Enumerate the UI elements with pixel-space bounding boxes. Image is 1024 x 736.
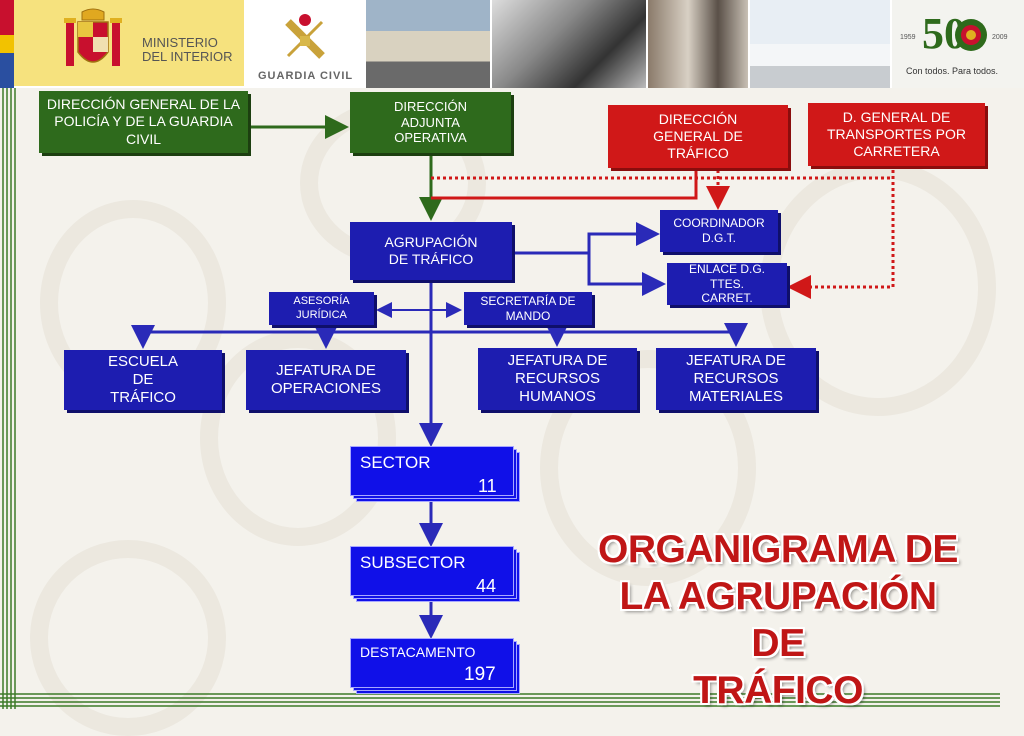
page-title: ORGANIGRAMA DE LA AGRUPACIÓN DE TRÁFICO [598,528,958,712]
box-direccion-adjunta-operativa: DIRECCIÓN ADJUNTA OPERATIVA [350,92,511,153]
ministerio-text: MINISTERIO DEL INTERIOR [142,35,233,64]
subsector-count: 44 [476,576,497,596]
connector-to-enlace [587,253,666,296]
box-escuela-trafico: ESCUELA DE TRÁFICO [64,350,222,410]
org-connectors [131,115,895,639]
box-direccion-general-trafico: DIRECCIÓN GENERAL DE TRÁFICO [608,105,788,168]
connector-to-coordinador [587,222,660,253]
photo-historic-motorcycle [492,0,646,88]
photo-agents [648,0,748,88]
box-enlace-dg-ttes: ENLACE D.G. TTES. CARRET. [667,262,787,305]
photo-motorcycles [366,0,490,88]
connector-transportes-to-enlace [787,170,895,299]
stack-subsector: SUBSECTOR 44 [350,546,522,604]
box-jefatura-operaciones: JEFATURA DE OPERACIONES [246,350,406,410]
guardia-civil-emblem-icon [285,14,325,59]
bottom-frame-lines [0,693,1000,707]
box-coordinador-dgt: COORDINADOR D.G.T. [660,210,778,252]
box-secretaria-mando: SECRETARÍA DE MANDO [464,292,592,325]
box-agrupacion-trafico: AGRUPACIÓN DE TRÁFICO [350,222,512,280]
header-banner: MINISTERIO DEL INTERIOR GUARDIA CIVIL 19… [0,0,1024,88]
box-jefatura-materiales: JEFATURA DE RECURSOS MATERIALES [656,348,816,410]
anniversary-year-end: 2009 [992,34,1008,41]
anniversary-year-start: 1959 [900,34,916,41]
coat-of-arms-icon [64,8,122,66]
destacamento-label: DESTACAMENTO [360,644,476,660]
guardia-civil-label: GUARDIA CIVIL [258,70,354,82]
sector-label: SECTOR [360,453,431,472]
anniversary-logo: 1959 50 2009 Con todos. Para todos. [892,0,1024,88]
anniversary-emblem-icon [955,19,987,51]
box-asesoria-juridica: ASESORÍA JURÍDICA [269,292,374,325]
destacamento-count: 197 [464,664,496,685]
left-frame-lines [2,88,16,709]
anniversary-tagline: Con todos. Para todos. [906,66,999,76]
box-direccion-general-policia: DIRECCIÓN GENERAL DE LA POLICÍA Y DE LA … [39,91,248,153]
guardia-civil-logo: GUARDIA CIVIL [248,4,362,86]
sector-count: 11 [478,476,497,496]
photo-snow-vehicles [750,0,890,88]
stack-destacamento: DESTACAMENTO 197 [350,638,522,696]
subsector-label: SUBSECTOR [360,553,466,572]
flag-strip [0,0,14,88]
box-dg-transportes: D. GENERAL DE TRANSPORTES POR CARRETERA [808,103,985,166]
connector-dgt-to-agrupacion [431,170,698,200]
ministerio-logo: MINISTERIO DEL INTERIOR [14,0,244,86]
box-jefatura-rrhh: JEFATURA DE RECURSOS HUMANOS [478,348,637,410]
stack-sector: SECTOR 11 [350,446,522,504]
